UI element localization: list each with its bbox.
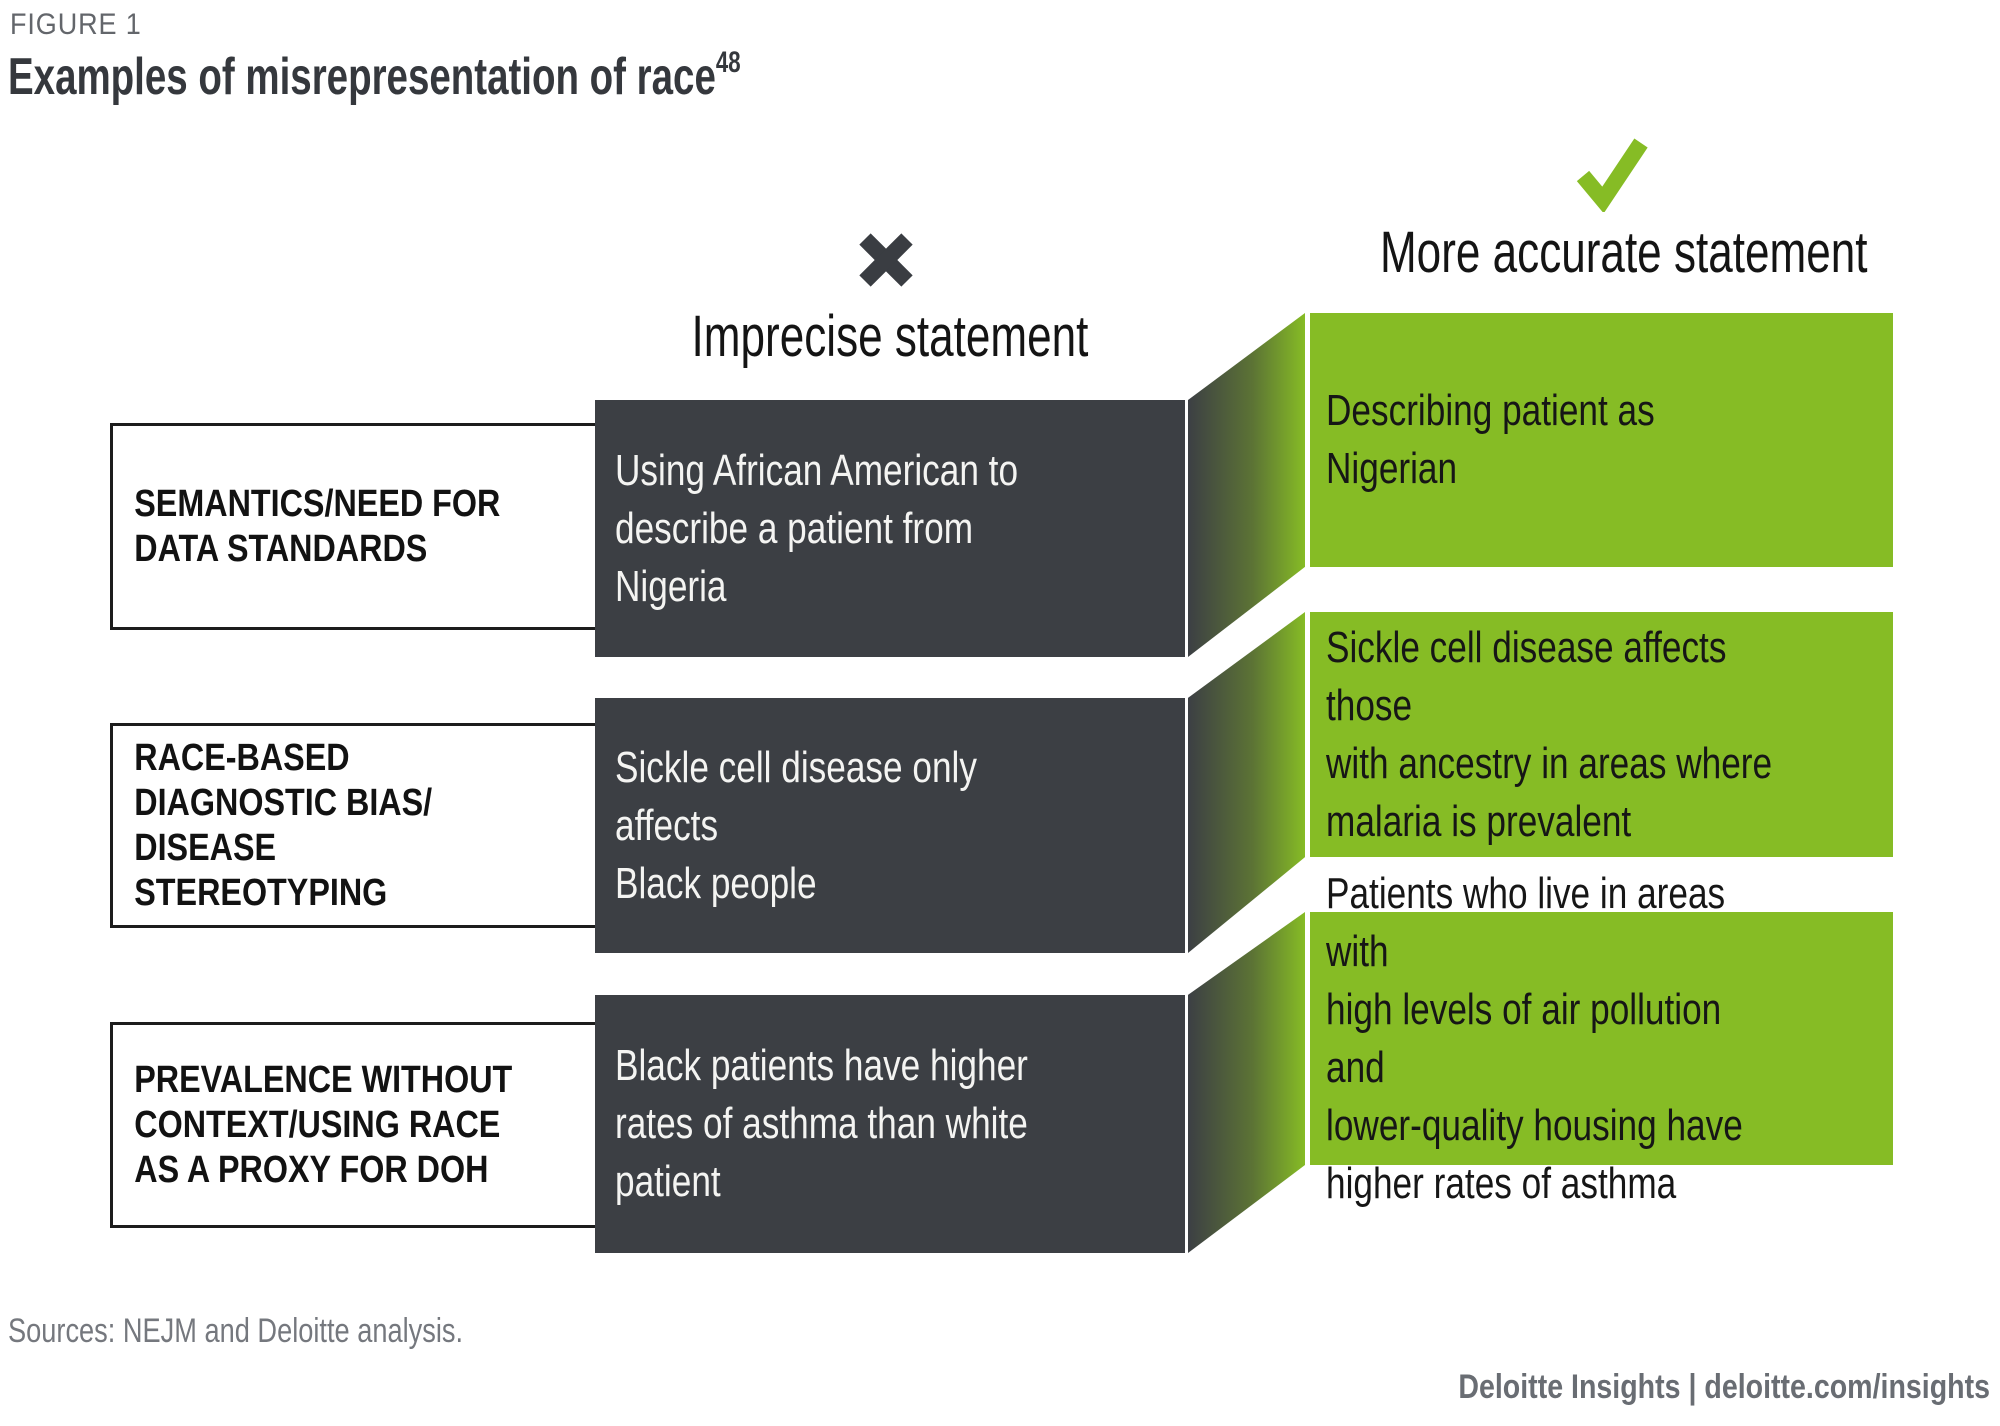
accurate-statement: Describing patient as Nigerian [1326, 386, 1655, 493]
accurate-box-2: Sickle cell disease affects those with a… [1310, 612, 1893, 857]
transition-gradient-shape [1188, 912, 1305, 1253]
column-header-imprecise: Imprecise statement [691, 304, 1089, 369]
transition-gradient-shape [1188, 612, 1305, 953]
sources-note: Sources: NEJM and Deloitte analysis. [8, 1312, 464, 1350]
accurate-statement: Patients who live in areas with high lev… [1326, 868, 1743, 1208]
imprecise-box-3: Black patients have higher rates of asth… [595, 995, 1185, 1253]
figure-eyebrow: FIGURE 1 [10, 8, 142, 41]
imprecise-statement: Sickle cell disease only affects Black p… [615, 742, 977, 908]
category-box-prevalence: PREVALENCE WITHOUT CONTEXT/USING RACE AS… [110, 1022, 610, 1228]
figure-footnote-ref: 48 [715, 46, 741, 79]
category-label: SEMANTICS/NEED FOR DATA STANDARDS [134, 482, 501, 570]
accurate-box-1: Describing patient as Nigerian [1310, 313, 1893, 567]
category-box-semantics: SEMANTICS/NEED FOR DATA STANDARDS [110, 423, 610, 630]
column-header-accurate: More accurate statement [1379, 220, 1868, 285]
deloitte-insights-footer: Deloitte Insights | deloitte.com/insight… [1458, 1368, 1990, 1406]
transition-gradient-shape [1188, 313, 1305, 657]
x-mark-icon [859, 233, 913, 287]
category-box-diagnostic-bias: RACE-BASED DIAGNOSTIC BIAS/ DISEASE STER… [110, 723, 610, 928]
figure-title-text: Examples of misrepresentation of race [8, 48, 716, 106]
imprecise-box-2: Sickle cell disease only affects Black p… [595, 698, 1185, 953]
category-label: RACE-BASED DIAGNOSTIC BIAS/ DISEASE STER… [134, 736, 433, 914]
accurate-box-3: Patients who live in areas with high lev… [1310, 869, 1893, 1208]
check-mark-icon [1576, 138, 1648, 212]
category-label: PREVALENCE WITHOUT CONTEXT/USING RACE AS… [134, 1058, 513, 1191]
accurate-statement: Sickle cell disease affects those with a… [1326, 622, 1773, 846]
figure-title: Examples of misrepresentation of race48 [8, 46, 741, 107]
imprecise-box-1: Using African American to describe a pat… [595, 400, 1185, 657]
imprecise-statement: Using African American to describe a pat… [615, 445, 1019, 611]
imprecise-statement: Black patients have higher rates of asth… [615, 1041, 1028, 1206]
